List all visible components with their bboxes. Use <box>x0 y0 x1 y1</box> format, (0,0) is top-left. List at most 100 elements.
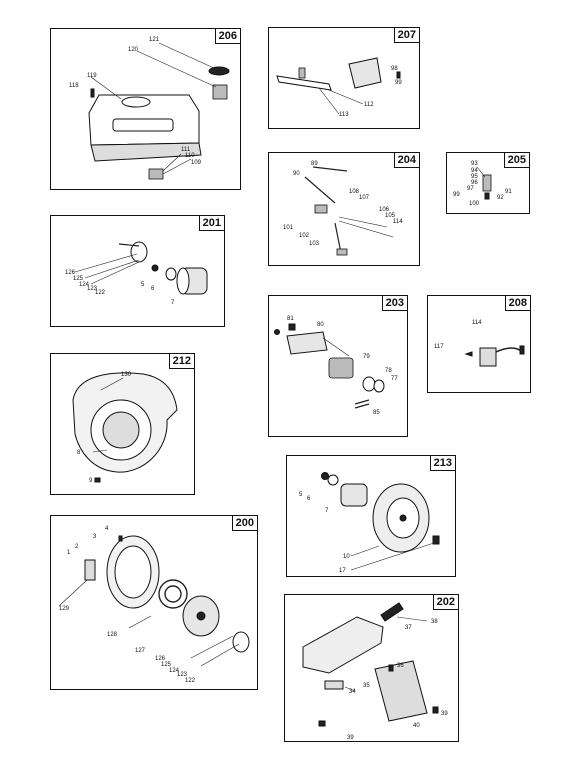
callout-4: 4 <box>105 526 109 532</box>
panel-200-recoil-starter: 200 4 3 2 1 129 128 127 126 125 124 123 … <box>50 515 258 690</box>
callout-105: 105 <box>385 213 396 219</box>
callout-122: 122 <box>185 678 196 684</box>
callout-114: 114 <box>393 219 403 225</box>
fan-housing <box>72 372 178 483</box>
callout-1: 1 <box>67 550 71 556</box>
callout-102: 102 <box>299 233 310 239</box>
panel-206-fuel-tank: 206 121 120 119 118 111 110 109 <box>50 28 241 190</box>
callout-8: 8 <box>77 450 81 456</box>
callout-124: 124 <box>169 668 180 674</box>
callout-93: 93 <box>471 161 478 167</box>
governor-drawing: 89 90 108 107 101 102 106 105 114 103 <box>283 161 403 256</box>
callout-17: 17 <box>339 568 346 574</box>
bracket-drawing: 98 99 112 113 <box>276 57 402 118</box>
screw-118 <box>90 88 95 98</box>
panel-number: 200 <box>231 515 258 531</box>
callout-10: 10 <box>343 554 350 560</box>
callout-126: 126 <box>155 656 166 662</box>
callout-118: 118 <box>69 83 79 89</box>
panel-number: 204 <box>393 152 420 168</box>
ignition-wire-drawing: 114 117 <box>434 320 525 367</box>
callout-90: 90 <box>293 171 300 177</box>
callout-39-bottom: 39 <box>347 735 354 741</box>
panel-207-bracket: 207 98 99 112 113 <box>268 27 420 129</box>
recoil-starter-drawing: 4 3 2 1 129 128 127 126 125 124 123 122 <box>58 526 250 684</box>
callout-108: 108 <box>349 189 360 195</box>
fuel-cap <box>208 66 230 100</box>
callout-123: 123 <box>87 286 98 292</box>
callout-107: 107 <box>359 195 370 201</box>
callout-99: 99 <box>453 192 460 198</box>
panel-number: 212 <box>168 353 195 369</box>
starter-cup-drawing: 126 125 124 123 122 5 6 7 <box>65 241 208 306</box>
callout-9: 9 <box>89 478 93 484</box>
callout-98: 98 <box>391 66 398 72</box>
callout-91: 91 <box>505 189 512 195</box>
callout-35: 35 <box>363 683 370 689</box>
callout-79: 79 <box>363 354 370 360</box>
fuel-tank-drawing: 121 120 119 118 111 110 109 <box>69 37 230 180</box>
callout-127: 127 <box>135 648 146 654</box>
panel-212-fan-housing: 212 130 8 9 <box>50 353 195 495</box>
flywheel-drawing: 5 6 7 10 17 <box>299 472 440 574</box>
callout-78: 78 <box>385 368 392 374</box>
callout-120: 120 <box>128 47 139 53</box>
callout-121: 121 <box>149 37 160 43</box>
callout-37: 37 <box>405 625 412 631</box>
callout-99: 99 <box>395 80 402 86</box>
panel-205-control: 205 93 94 95 96 97 99 91 92 100 <box>446 152 530 214</box>
muffler <box>302 602 439 727</box>
panel-number: 208 <box>504 295 531 311</box>
callout-36: 36 <box>397 663 404 669</box>
panel-203-carburetor: 203 81 80 79 78 77 85 <box>268 295 408 437</box>
panel-number: 206 <box>214 28 241 44</box>
flywheel <box>321 472 440 553</box>
callout-126: 126 <box>65 270 76 276</box>
callout-39-right: 39 <box>441 711 448 717</box>
callout-117: 117 <box>434 344 444 350</box>
callout-89: 89 <box>311 161 318 167</box>
callout-125: 125 <box>73 276 84 282</box>
callout-81: 81 <box>287 316 294 322</box>
callout-122: 122 <box>95 290 106 296</box>
ignition-coil <box>464 345 525 367</box>
panel-213-flywheel: 213 5 6 7 10 17 <box>286 455 456 577</box>
panel-number: 202 <box>432 594 459 610</box>
callout-38: 38 <box>431 619 438 625</box>
callout-40: 40 <box>413 723 420 729</box>
callout-103: 103 <box>309 241 320 247</box>
callout-77: 77 <box>391 376 398 382</box>
callout-6: 6 <box>307 496 311 502</box>
carburetor <box>274 323 385 409</box>
callout-101: 101 <box>283 225 294 231</box>
callout-85: 85 <box>373 410 380 416</box>
governor-arm <box>304 166 348 256</box>
carburetor-drawing: 81 80 79 78 77 85 <box>274 316 398 416</box>
callout-110: 110 <box>185 153 195 159</box>
panel-202-muffler: 202 37 38 36 35 34 39 40 39 <box>284 594 459 742</box>
callout-112: 112 <box>364 102 374 108</box>
recoil-starter <box>84 535 250 653</box>
callout-129: 129 <box>59 606 70 612</box>
panel-number: 203 <box>381 295 408 311</box>
fan-housing-drawing: 130 8 9 <box>72 372 178 484</box>
callout-6: 6 <box>151 286 155 292</box>
screw-99 <box>396 71 401 79</box>
muffler-drawing: 37 38 36 35 34 39 40 39 <box>302 602 448 741</box>
callout-2: 2 <box>75 544 79 550</box>
panel-204-governor-linkage: 204 89 90 108 107 101 102 106 105 114 10… <box>268 152 420 266</box>
callout-106: 106 <box>379 207 390 213</box>
callout-109: 109 <box>191 160 202 166</box>
panel-number: 207 <box>393 27 420 43</box>
callout-130: 130 <box>121 372 132 378</box>
callout-125: 125 <box>161 662 172 668</box>
fuel-valve <box>148 158 192 180</box>
callout-114: 114 <box>472 320 482 326</box>
panel-201-starter-cup: 201 126 125 124 123 122 5 6 7 <box>50 215 225 327</box>
callout-96: 96 <box>471 180 478 186</box>
callout-5: 5 <box>299 492 303 498</box>
callout-5: 5 <box>141 282 145 288</box>
fuel-tank <box>88 94 202 162</box>
control-assembly <box>476 166 492 200</box>
callout-7: 7 <box>325 508 329 514</box>
